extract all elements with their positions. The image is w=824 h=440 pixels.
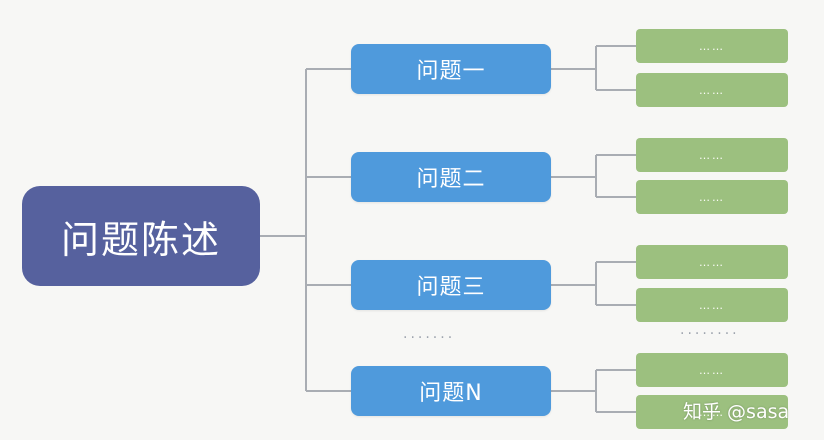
detail-connector-2: [551, 154, 636, 198]
detail-node-nb: ……: [636, 395, 788, 429]
detail-node-2a: ……: [636, 138, 788, 172]
question-ellipsis: ·······: [403, 330, 456, 346]
detail-node-2b: ……: [636, 180, 788, 214]
detail-connector-1: [551, 45, 636, 91]
question-node-3: 问题三: [351, 260, 551, 310]
root-node: 问题陈述: [22, 186, 260, 286]
question-node-2: 问题二: [351, 152, 551, 202]
detail-node-3b: ……: [636, 288, 788, 322]
detail-node-na: ……: [636, 353, 788, 387]
detail-node-3a: ……: [636, 245, 788, 279]
detail-node-1a: ……: [636, 29, 788, 63]
watermark-text: 知乎 @sasa: [683, 401, 790, 423]
detail-node-1b: ……: [636, 73, 788, 107]
detail-connector-3: [551, 261, 636, 306]
question-node-n: 问题N: [351, 366, 551, 416]
detail-ellipsis: ········: [680, 326, 740, 342]
detail-connector-n: [551, 369, 636, 413]
question-node-1: 问题一: [351, 44, 551, 94]
